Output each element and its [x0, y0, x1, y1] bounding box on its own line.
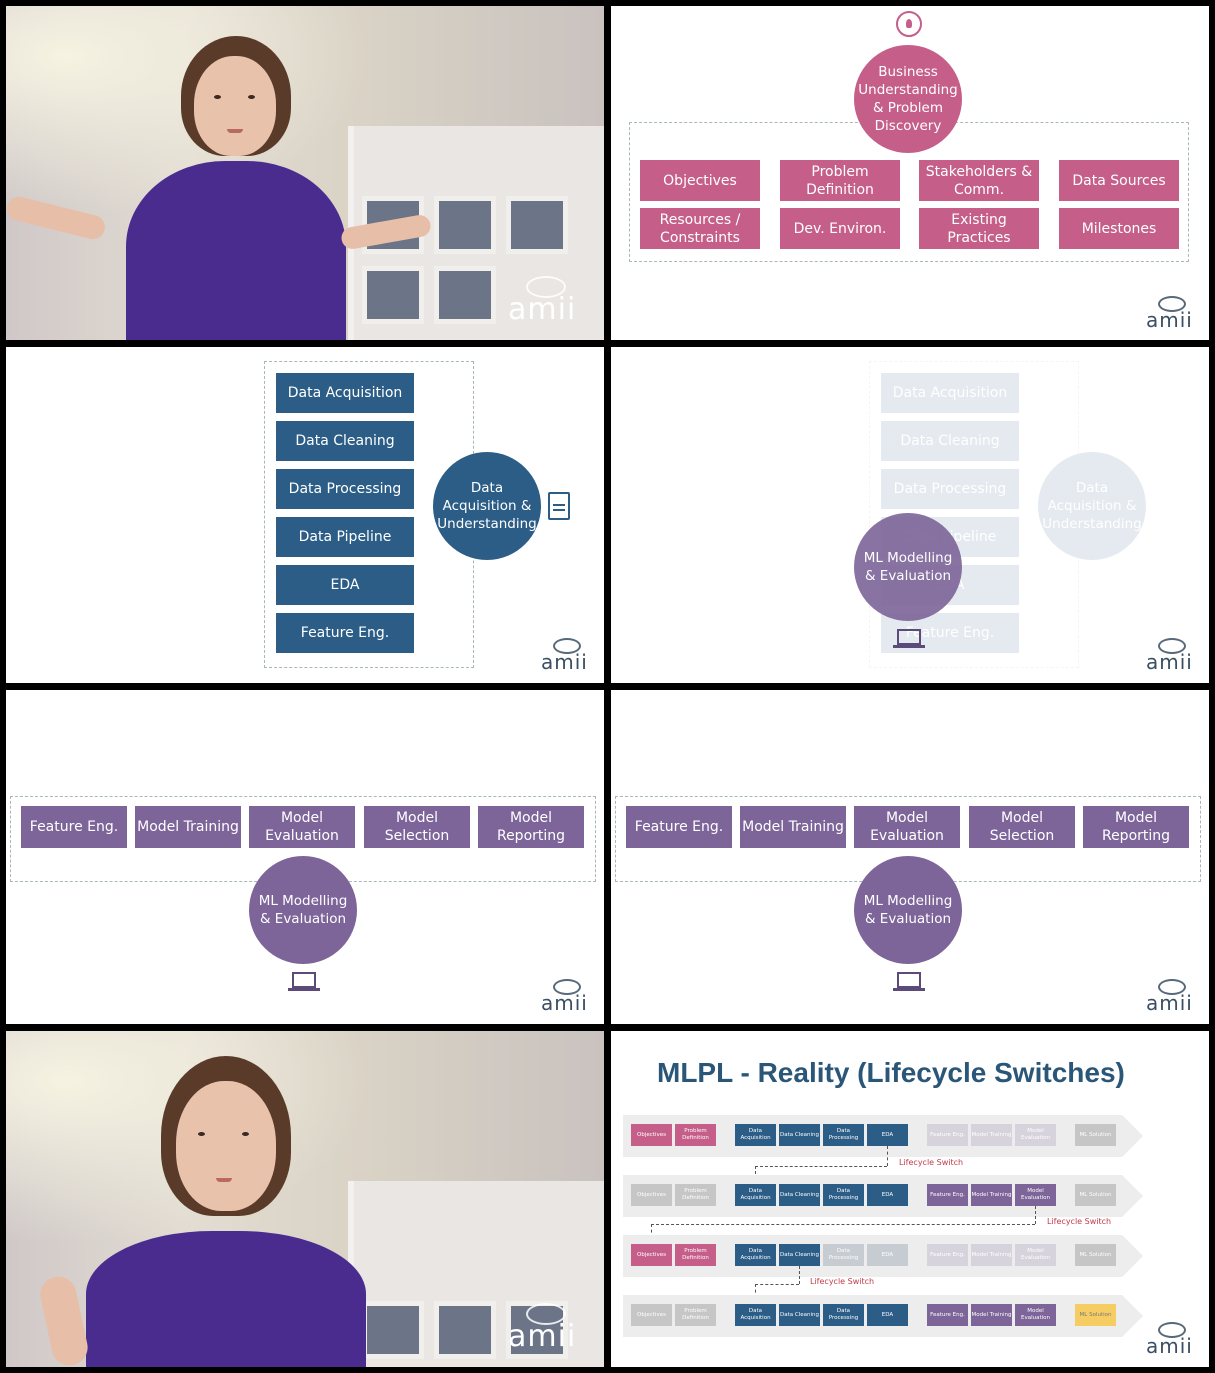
- team-bulb-icon: [896, 11, 922, 37]
- logo-swirl-icon: [553, 638, 581, 654]
- laptop-icon: [897, 629, 921, 645]
- box-model-training: Model Training: [135, 806, 241, 848]
- lifecycle-switch-label: Lifecycle Switch: [899, 1158, 964, 1167]
- amii-logo: amii: [1146, 1322, 1193, 1358]
- slide-data-acquisition: Data Acquisition Data Cleaning Data Proc…: [6, 347, 604, 683]
- laptop-icon: [897, 972, 921, 988]
- box-data-sources: Data Sources: [1059, 160, 1179, 201]
- box-feature-eng: Feature Eng.: [276, 613, 414, 653]
- logo-swirl-icon: [526, 276, 566, 298]
- box-model-selection: Model Selection: [969, 806, 1075, 848]
- box-data-acquisition: Data Acquisition: [276, 373, 414, 413]
- box-model-evaluation: Model Evaluation: [249, 806, 355, 848]
- box-model-reporting: Model Reporting: [478, 806, 584, 848]
- amii-logo: amii: [541, 979, 588, 1015]
- amii-logo: amii: [508, 1303, 576, 1354]
- logo-swirl-icon: [1158, 979, 1186, 995]
- logo-swirl-icon: [526, 1303, 566, 1325]
- slide-ml-modelling-2: Feature Eng. Model Training Model Evalua…: [611, 690, 1209, 1024]
- stage-circle: ML Modelling & Evaluation: [854, 513, 962, 621]
- lifecycle-switch-label: Lifecycle Switch: [810, 1277, 875, 1286]
- amii-logo: amii: [1146, 638, 1193, 674]
- box-resources: Resources / Constraints: [640, 208, 760, 249]
- stage-circle: ML Modelling & Evaluation: [249, 856, 357, 964]
- slide-mlpl-reality: MLPL - Reality (Lifecycle Switches) Obje…: [611, 1031, 1209, 1367]
- video-frame-presenter-1: amii: [6, 6, 604, 340]
- box-milestones: Milestones: [1059, 208, 1179, 249]
- box-dev-environ: Dev. Environ.: [780, 208, 900, 249]
- video-frame-presenter-2: amii: [6, 1031, 604, 1367]
- bookshelf: [348, 1181, 604, 1367]
- amii-logo: amii: [1146, 979, 1193, 1015]
- box-data-processing: Data Processing: [276, 469, 414, 509]
- laptop-icon: [292, 972, 316, 988]
- box-model-selection: Model Selection: [364, 806, 470, 848]
- stage-circle: ML Modelling & Evaluation: [854, 856, 962, 964]
- stage-circle: Business Understanding & Problem Discove…: [854, 45, 962, 153]
- box-model-evaluation: Model Evaluation: [854, 806, 960, 848]
- bookshelf: [348, 126, 604, 340]
- logo-swirl-icon: [1158, 1322, 1186, 1338]
- box-problem-definition: Problem Definition: [780, 160, 900, 201]
- amii-logo: amii: [541, 638, 588, 674]
- box-model-reporting: Model Reporting: [1083, 806, 1189, 848]
- document-icon: [548, 492, 570, 520]
- logo-swirl-icon: [553, 979, 581, 995]
- box-feature-eng: Feature Eng.: [21, 806, 127, 848]
- amii-logo: amii: [1146, 296, 1193, 332]
- logo-swirl-icon: [1158, 638, 1186, 654]
- slide-transition: Data Acquisition Data Cleaning Data Proc…: [611, 347, 1209, 683]
- box-objectives: Objectives: [640, 160, 760, 201]
- box-data-cleaning: Data Cleaning: [276, 421, 414, 461]
- slide-business-understanding: Business Understanding & Problem Discove…: [611, 6, 1209, 340]
- lifecycle-switch-label: Lifecycle Switch: [1047, 1217, 1112, 1226]
- stage-circle: Data Acquisition & Understanding: [433, 452, 541, 560]
- box-data-pipeline: Data Pipeline: [276, 517, 414, 557]
- box-existing-practices: Existing Practices: [919, 208, 1039, 249]
- slide-ml-modelling-1: Feature Eng. Model Training Model Evalua…: [6, 690, 604, 1024]
- box-feature-eng: Feature Eng.: [626, 806, 732, 848]
- slide-title: MLPL - Reality (Lifecycle Switches): [657, 1057, 1125, 1088]
- box-stakeholders: Stakeholders & Comm.: [919, 160, 1039, 201]
- box-model-training: Model Training: [740, 806, 846, 848]
- logo-swirl-icon: [1158, 296, 1186, 312]
- box-eda: EDA: [276, 565, 414, 605]
- amii-logo: amii: [508, 276, 576, 327]
